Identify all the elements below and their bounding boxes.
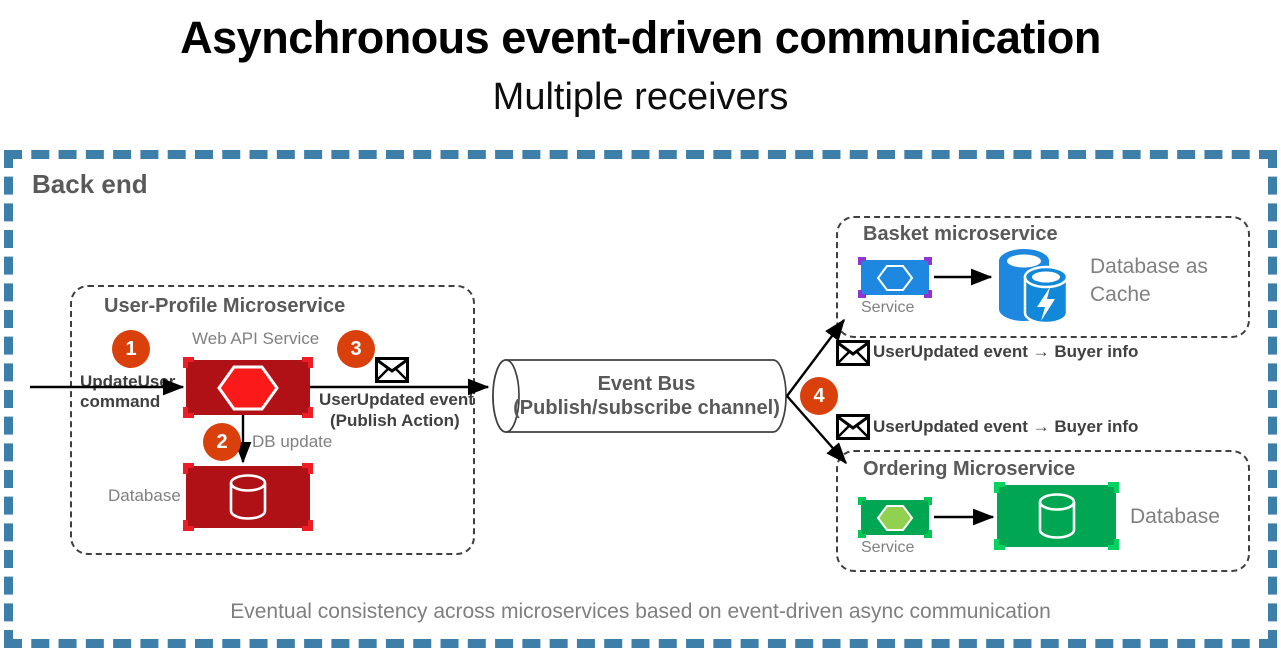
corner-bracket-icon bbox=[858, 497, 866, 505]
corner-bracket-icon bbox=[924, 257, 932, 265]
corner-bracket-icon bbox=[183, 407, 194, 418]
web-api-service-tile[interactable] bbox=[183, 357, 313, 418]
event-bus-cylinder-icon bbox=[492, 359, 787, 433]
update-user-command-label-line1: UpdateUser bbox=[80, 372, 176, 391]
corner-bracket-icon bbox=[1108, 482, 1119, 493]
corner-bracket-icon bbox=[302, 463, 313, 474]
hexagon-icon bbox=[217, 365, 279, 410]
backend-frame bbox=[4, 150, 1277, 648]
basket-service-caption: Service bbox=[861, 299, 915, 316]
database-as-cache-icon bbox=[999, 249, 1069, 325]
event-bus-text: Event Bus (Publish/subscribe channel) bbox=[492, 358, 787, 434]
update-user-command-label-line2: command bbox=[80, 392, 161, 411]
basket-service-tile[interactable] bbox=[858, 257, 932, 298]
event-bus-line1: Event Bus bbox=[597, 373, 696, 395]
step-badge-2: 2 bbox=[203, 423, 241, 461]
database-as-cache-caption-line2: Cache bbox=[1090, 283, 1151, 306]
corner-bracket-icon bbox=[1108, 539, 1119, 550]
step-badge-4: 4 bbox=[800, 377, 838, 415]
ordering-database-tile[interactable] bbox=[994, 482, 1119, 550]
hexagon-icon bbox=[876, 504, 914, 531]
step-badge-3: 3 bbox=[337, 330, 375, 368]
event-bus[interactable]: Event Bus (Publish/subscribe channel) bbox=[492, 358, 787, 434]
ordering-microservice-title: Ordering Microservice bbox=[863, 458, 1076, 480]
page-subtitle: Multiple receivers bbox=[492, 76, 789, 118]
corner-bracket-icon bbox=[994, 539, 1005, 550]
database-as-cache-caption-line1: Database as bbox=[1090, 255, 1208, 278]
basket-subscription-label: UserUpdated event → Buyer info bbox=[873, 342, 1139, 361]
corner-bracket-icon bbox=[858, 290, 866, 298]
envelope-icon bbox=[836, 340, 870, 366]
backend-label: Back end bbox=[32, 169, 148, 199]
user-updated-event-label-line1: UserUpdated event bbox=[319, 390, 474, 409]
user-profile-database-caption: Database bbox=[108, 486, 181, 505]
envelope-icon bbox=[375, 357, 409, 383]
basket-microservice-box bbox=[836, 216, 1250, 338]
database-cylinder-icon bbox=[1038, 493, 1075, 539]
corner-bracket-icon bbox=[183, 520, 194, 531]
ordering-database-caption: Database bbox=[1130, 505, 1220, 528]
ordering-service-caption: Service bbox=[861, 539, 915, 556]
user-profile-microservice-box bbox=[70, 285, 475, 555]
web-api-service-caption: Web API Service bbox=[192, 329, 320, 348]
footer-caption: Eventual consistency across microservice… bbox=[230, 600, 1051, 623]
corner-bracket-icon bbox=[183, 463, 194, 474]
database-cylinder-icon bbox=[229, 474, 267, 520]
corner-bracket-icon bbox=[858, 257, 866, 265]
db-update-label: DB update bbox=[252, 432, 333, 451]
basket-microservice-title: Basket microservice bbox=[863, 223, 1058, 245]
corner-bracket-icon bbox=[183, 357, 194, 368]
hexagon-icon bbox=[876, 264, 914, 291]
corner-bracket-icon bbox=[302, 407, 313, 418]
page-title: Asynchronous event-driven communication bbox=[180, 12, 1101, 63]
user-updated-event-label-line2: (Publish Action) bbox=[330, 411, 460, 430]
ordering-service-tile[interactable] bbox=[858, 497, 932, 538]
corner-bracket-icon bbox=[302, 520, 313, 531]
event-bus-line2: (Publish/subscribe channel) bbox=[513, 397, 780, 419]
user-profile-microservice-title: User-Profile Microservice bbox=[104, 295, 346, 317]
corner-bracket-icon bbox=[994, 482, 1005, 493]
corner-bracket-icon bbox=[302, 357, 313, 368]
ordering-microservice-box bbox=[836, 450, 1250, 572]
corner-bracket-icon bbox=[924, 530, 932, 538]
envelope-icon bbox=[836, 414, 870, 440]
corner-bracket-icon bbox=[924, 497, 932, 505]
corner-bracket-icon bbox=[858, 530, 866, 538]
corner-bracket-icon bbox=[924, 290, 932, 298]
ordering-subscription-label: UserUpdated event → Buyer info bbox=[873, 417, 1139, 436]
step-badge-1: 1 bbox=[112, 330, 150, 368]
user-profile-database-tile[interactable] bbox=[183, 463, 313, 531]
